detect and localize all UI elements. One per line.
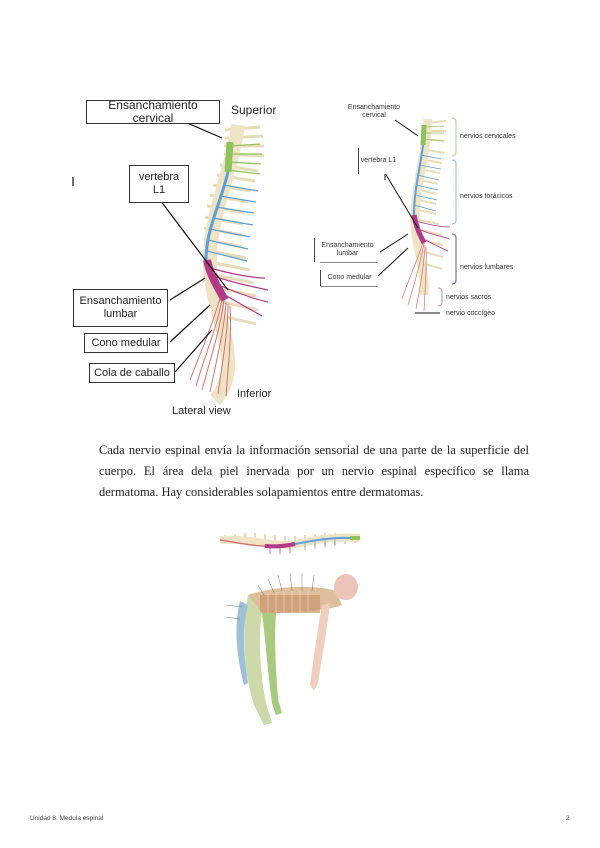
label-thoracic-nerves: nervios torácicos	[460, 193, 513, 201]
label2-vertebra-l1: vertebra L1	[358, 148, 398, 174]
figure2-leader-lines	[0, 0, 600, 440]
label2-cervical-enlargement: Ensanchamiento cervical	[339, 104, 409, 120]
footer-unit-title: Unidad 8. Medula espinal	[30, 815, 103, 822]
bracket-cervical	[452, 118, 456, 156]
body-paragraph: Cada nervio espinal envía la información…	[99, 440, 529, 503]
label2-lumbar-enlargement: Ensanchamiento lumbar	[314, 238, 380, 262]
spine-strip-illustration	[215, 520, 365, 560]
dermatome-body-illustration	[218, 565, 368, 735]
footer-page-number: 2	[566, 815, 570, 822]
bracket-thoracic	[452, 160, 456, 224]
bracket-sacral	[438, 288, 442, 306]
label-sacral-nerves: nervios sacros	[446, 294, 491, 302]
bracket-lumbar	[452, 234, 456, 284]
label-lumbar-nerves: nervios lumbares	[460, 264, 513, 272]
label2-conus-medullaris: Cono medular	[320, 270, 378, 286]
label-cervical-nerves: nervios cervicales	[460, 133, 516, 141]
label-coccygeal-nerve: nervio coccígeo	[446, 310, 495, 318]
